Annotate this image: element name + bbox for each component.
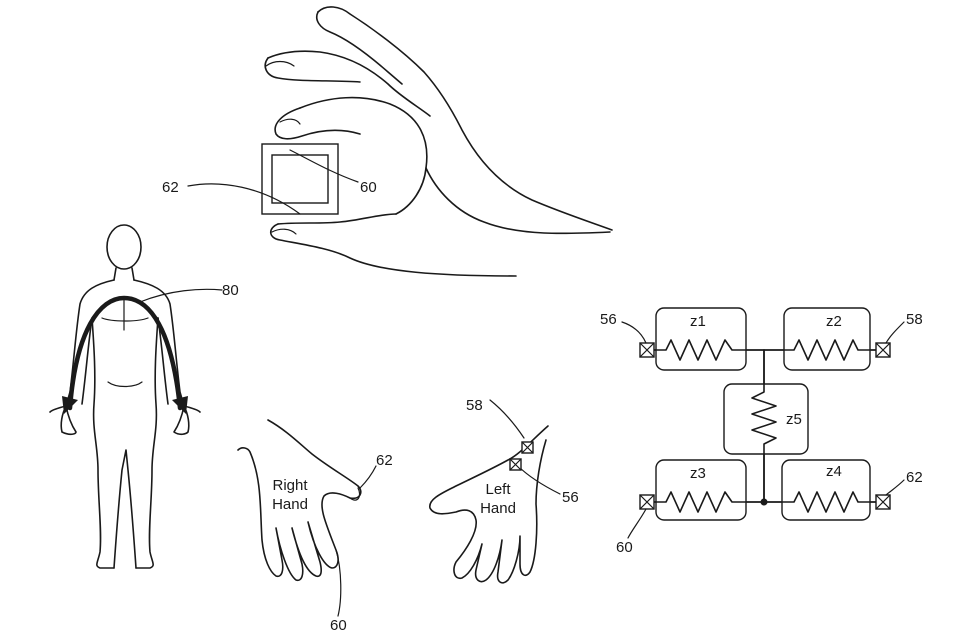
right-hand-label-line2: Hand xyxy=(272,496,308,513)
z4-label: z4 xyxy=(826,463,842,480)
right-hand-label-line1: Right xyxy=(272,477,308,494)
ref-62-hand: 62 xyxy=(376,452,393,469)
ref-58-hand: 58 xyxy=(466,397,483,414)
impedance-z3-box xyxy=(655,459,747,521)
impedance-circuit xyxy=(621,307,905,539)
ref-80: 80 xyxy=(222,282,239,299)
ref-60-device: 60 xyxy=(360,179,377,196)
impedance-z1-box xyxy=(655,307,747,371)
z5-label: z5 xyxy=(786,411,802,428)
ref-60-hand: 60 xyxy=(330,617,347,634)
left-hand xyxy=(429,399,561,584)
terminal-58-label: 58 xyxy=(906,311,923,328)
terminal-60-label: 60 xyxy=(616,539,633,556)
hand-holding-device xyxy=(187,6,613,277)
device-inner-sensor xyxy=(271,154,329,204)
ref-62-device: 62 xyxy=(162,179,179,196)
right-hand xyxy=(237,419,377,617)
z1-label: z1 xyxy=(690,313,706,330)
left-hand-label-line2: Hand xyxy=(480,500,516,517)
left-hand-label-line1: Left xyxy=(485,481,511,498)
z3-label: z3 xyxy=(690,465,706,482)
terminal-62-label: 62 xyxy=(906,469,923,486)
human-body xyxy=(49,224,223,569)
terminal-56-label: 56 xyxy=(600,311,617,328)
ref-56-hand: 56 xyxy=(562,489,579,506)
z2-label: z2 xyxy=(826,313,842,330)
